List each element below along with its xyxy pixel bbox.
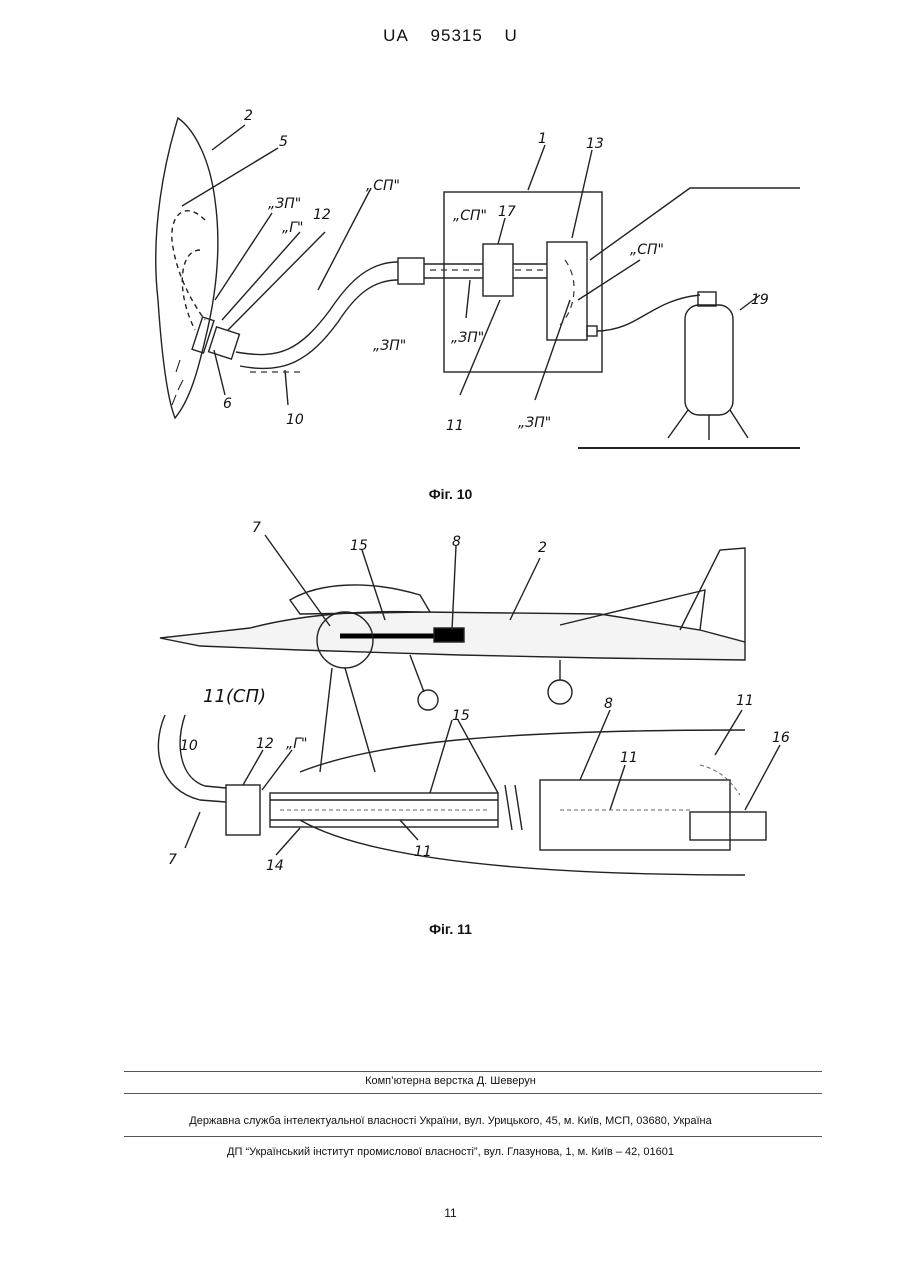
figure-11-drawing: 7 15 8 2 11(СП) 15 8 11 10 12 „Г" 11 16 … <box>0 510 901 910</box>
fig11-label-7-top: 7 <box>252 520 261 536</box>
figure-10-drawing: 2 5 „ЗП" „Г" 12 „СП" 1 13 „СП" 17 „СП" 1… <box>0 0 901 480</box>
wheel-main <box>548 680 572 704</box>
fig11-label-7: 7 <box>168 852 177 868</box>
fig10-label-zp: „ЗП" <box>268 196 301 212</box>
fig11-label-14: 14 <box>266 858 284 874</box>
footer-divider-1 <box>124 1071 822 1072</box>
hose-connector <box>398 258 424 284</box>
fig10-label-sp-right: „СП" <box>630 242 664 258</box>
block-13 <box>547 242 587 340</box>
fig10-label-zp-bottom: „ЗП" <box>518 415 551 431</box>
fig11-label-8-top: 8 <box>452 534 461 550</box>
page-number: 11 <box>0 1206 901 1220</box>
footer-layout-credit: Комп’ютерна верстка Д. Шеверун <box>0 1075 901 1087</box>
breech-8 <box>434 628 464 642</box>
fig10-label-5: 5 <box>279 134 288 150</box>
fig11-label-12: 12 <box>256 736 274 752</box>
footer-institute: ДП “Український інститут промислової вла… <box>0 1146 901 1158</box>
cavity-outline <box>156 118 218 418</box>
coupler-12 <box>209 327 240 359</box>
fig11-label-g: „Г" <box>286 736 308 752</box>
fig10-label-13: 13 <box>586 136 604 152</box>
figure-11-caption: Фіг. 11 <box>0 921 901 937</box>
footer-divider-3 <box>124 1136 822 1137</box>
fig11-label-11-top: 11 <box>736 693 754 709</box>
fig10-label-1: 1 <box>538 131 547 147</box>
wheel-front <box>418 690 438 710</box>
fig10-label-sp-unit: „СП" <box>453 208 487 224</box>
fig11-label-16: 16 <box>772 730 790 746</box>
hose-10-detail <box>158 715 226 802</box>
fig10-label-17: 17 <box>498 204 516 220</box>
fig10-label-zp-unit: „ЗП" <box>451 330 484 346</box>
fig11-label-10: 10 <box>180 738 198 754</box>
fig10-label-2: 2 <box>244 108 253 124</box>
fig11-label-15-top: 15 <box>350 538 368 554</box>
cylinder-19 <box>685 305 733 415</box>
fig10-label-sp-hose: „СП" <box>366 178 400 194</box>
fig10-label-11: 11 <box>446 418 464 434</box>
fig10-label-g: „Г" <box>282 220 304 236</box>
fig11-label-15: 15 <box>452 708 470 724</box>
detail-outline-top <box>300 730 745 772</box>
block-17 <box>483 244 513 296</box>
fig11-label-8: 8 <box>604 696 613 712</box>
footer-agency: Державна служба інтелектуальної власност… <box>0 1115 901 1127</box>
fig11-label-11sp: 11(СП) <box>203 686 266 707</box>
fig10-label-6: 6 <box>223 396 232 412</box>
fig10-label-zp-hose: „ЗП" <box>373 338 406 354</box>
figure-10-caption: Фіг. 10 <box>0 486 901 502</box>
coupler-12-detail <box>226 785 260 835</box>
fig10-label-19: 19 <box>751 292 769 308</box>
fig10-label-12: 12 <box>313 207 331 223</box>
fig11-label-2: 2 <box>538 540 547 556</box>
part-16 <box>690 812 766 840</box>
fig11-label-11-bottom: 11 <box>414 844 432 860</box>
fig11-label-11-mid: 11 <box>620 750 638 766</box>
fig10-label-10: 10 <box>286 412 304 428</box>
footer-divider-2 <box>124 1093 822 1094</box>
detail-outline-bottom <box>300 820 745 875</box>
